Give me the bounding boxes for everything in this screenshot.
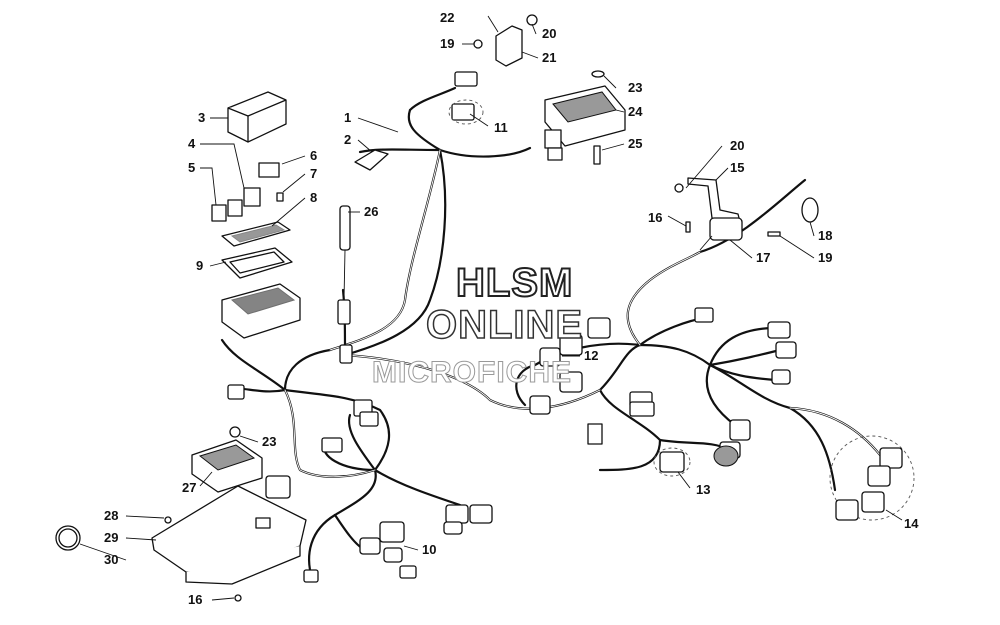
callout-16-bottom: 16 — [188, 592, 202, 607]
callout-25: 25 — [628, 136, 642, 151]
callout-19-top: 19 — [440, 36, 454, 51]
plug-18 — [801, 197, 819, 223]
callout-27: 27 — [182, 480, 196, 495]
callout-17: 17 — [756, 250, 770, 265]
watermark-line-3: MICROFICHE — [372, 356, 572, 389]
callout-22: 22 — [440, 10, 454, 25]
connector-11 — [448, 71, 484, 125]
callout-18: 18 — [818, 228, 832, 243]
ecu-module — [191, 426, 263, 493]
callout-16-top: 16 — [648, 210, 662, 225]
callout-8: 8 — [310, 190, 317, 205]
callout-21: 21 — [542, 50, 556, 65]
watermark-line-1: HLSM — [456, 261, 573, 305]
connector-group-right — [694, 307, 797, 459]
sensor-17 — [699, 217, 743, 251]
callout-20-right: 20 — [730, 138, 744, 153]
callout-4: 4 — [188, 136, 196, 151]
callout-7: 7 — [310, 166, 317, 181]
leader-lines — [79, 15, 903, 601]
temperature-sensor — [337, 205, 351, 325]
callout-9: 9 — [196, 258, 203, 273]
watermark-line-2: ONLINE — [426, 303, 583, 347]
fuse-box-gasket — [221, 247, 293, 279]
callout-6: 6 — [310, 148, 317, 163]
fuse-panel — [221, 221, 291, 247]
callout-1: 1 — [344, 110, 351, 125]
callout-2: 2 — [344, 132, 351, 147]
callout-29: 29 — [104, 530, 118, 545]
fuse-box-base — [221, 283, 301, 339]
ecu-mounting-tray — [151, 485, 307, 602]
connector-group-14 — [829, 435, 915, 521]
fuse-box-cover — [227, 91, 287, 143]
callout-15: 15 — [730, 160, 744, 175]
bracket-15 — [674, 177, 741, 223]
connector-group-13 — [587, 391, 739, 477]
callout-labels: 1 2 3 4 5 6 7 8 9 10 11 12 13 14 15 16 1… — [104, 10, 919, 607]
callout-24: 24 — [628, 104, 643, 119]
callout-20-top: 20 — [542, 26, 556, 41]
callout-14: 14 — [904, 516, 919, 531]
callout-12: 12 — [584, 348, 598, 363]
callout-23-left: 23 — [262, 434, 276, 449]
callout-3: 3 — [198, 110, 205, 125]
connector-group-10 — [359, 504, 493, 579]
voltage-regulator — [544, 85, 626, 161]
callout-26: 26 — [364, 204, 378, 219]
callout-5: 5 — [188, 160, 195, 175]
connector-group-left — [227, 344, 379, 583]
watermark: HLSM ONLINE MICROFICHE — [372, 260, 583, 390]
retaining-ring — [55, 525, 81, 551]
harness-connector-2 — [354, 149, 389, 171]
callout-30: 30 — [104, 552, 118, 567]
callout-13: 13 — [696, 482, 710, 497]
connector-group-12 — [529, 317, 611, 415]
callout-28: 28 — [104, 508, 118, 523]
callout-10: 10 — [422, 542, 436, 557]
relay-group — [211, 162, 284, 222]
fasteners — [591, 70, 781, 237]
callout-19-right: 19 — [818, 250, 832, 265]
callout-11: 11 — [494, 120, 508, 135]
callout-23-top: 23 — [628, 80, 642, 95]
speed-sensor — [473, 14, 538, 67]
